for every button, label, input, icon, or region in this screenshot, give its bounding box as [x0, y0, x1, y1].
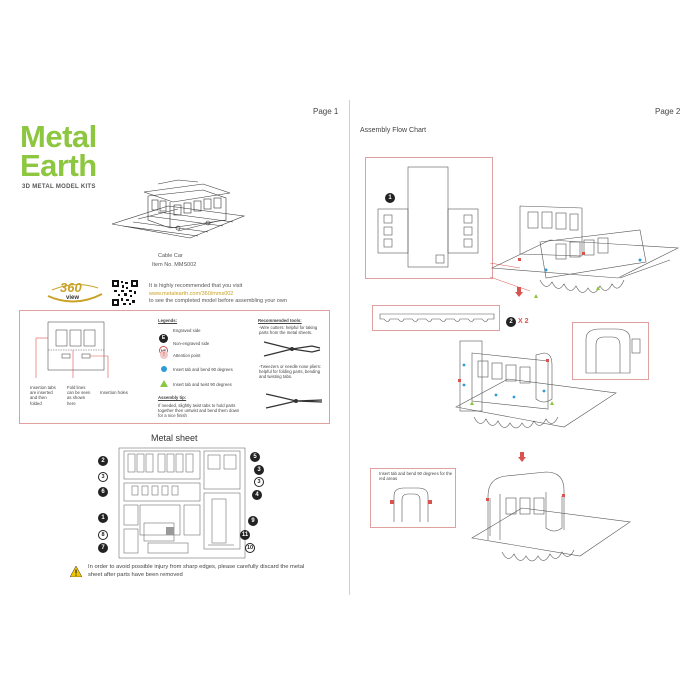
- step-2-number: 2: [506, 317, 516, 327]
- part-callout-3-right: 3: [254, 465, 264, 475]
- insertion-holes-note: Insertion holes: [100, 390, 128, 395]
- assembly-tip-text: If needed, slightly twist tabs to hold p…: [158, 403, 240, 419]
- bend-note-text: Insert tab and bend 90 degrees for the r…: [379, 471, 453, 482]
- end-panel-diagram: [585, 328, 641, 374]
- part-callout-10: 10: [245, 543, 255, 553]
- part-callout-1: 1: [98, 513, 108, 523]
- attention-icon: !: [160, 351, 168, 359]
- metal-sheet-diagram: [118, 447, 246, 559]
- bend-note-diagram: [390, 487, 432, 522]
- bend-note-box: [370, 468, 456, 528]
- step-1-panel: [365, 157, 493, 279]
- recommend-line: It is highly recommended that you visit: [149, 283, 243, 289]
- tools-title: Recommended tools:: [258, 318, 302, 323]
- brand-logo-line1: Metal: [20, 119, 97, 154]
- legend-engraved: E: [159, 326, 168, 344]
- item-number: Item No. MMS002: [152, 262, 197, 268]
- step-1-part-diagram: [377, 166, 479, 268]
- recommend-line-3: to see the completed model before assemb…: [149, 298, 287, 304]
- part-callout-7: 7: [98, 543, 108, 553]
- step-2-multiplier: X 2: [518, 318, 529, 325]
- assembly-step-2-illustration: [455, 340, 617, 429]
- flow-arrow-down-icon: [515, 287, 523, 297]
- qr-code-icon[interactable]: [112, 280, 138, 306]
- part-callout-3-right-b: 3: [254, 477, 264, 487]
- pliers-icon: [265, 393, 323, 409]
- step-1-connector-lines: [490, 263, 531, 292]
- warning-text: In order to avoid possible injury from s…: [88, 564, 305, 578]
- part-callout-5: 5: [250, 452, 260, 462]
- fold-lines-note: Fold lines can be seen as shown here: [67, 385, 91, 406]
- assembly-step-3-illustration: [471, 471, 631, 562]
- wire-cutters-icon: [263, 341, 321, 357]
- blue-dot-icon: [161, 366, 167, 372]
- flow-arrow-down-icon-2: [518, 452, 526, 462]
- page-divider: [349, 100, 350, 595]
- part-callout-8: 8: [98, 530, 108, 540]
- end-panel-box: [572, 322, 649, 380]
- part-callout-4: 4: [252, 490, 262, 500]
- view-360-badge[interactable]: 360 view: [44, 278, 106, 306]
- legend-engraved-label: Engraved side: [173, 328, 201, 333]
- part-callout-3-left: 3: [98, 472, 108, 482]
- insertion-tabs-note: Insertion tabs are inserted and then fol…: [30, 385, 56, 406]
- brand-logo-line2: Earth: [20, 148, 97, 183]
- engraved-icon: E: [159, 334, 168, 343]
- sample-part-diagram: [35, 321, 109, 378]
- recommend-block: It is highly recommended that you visit …: [149, 283, 287, 306]
- part-callout-11: 11: [240, 530, 250, 540]
- step-2-panel: [372, 305, 500, 331]
- warning-icon: [70, 566, 82, 577]
- recommend-url-link[interactable]: www.metalearth.com/360/mms002: [149, 290, 234, 297]
- assembly-tip-title: Assembly tip:: [158, 395, 187, 400]
- part-callout-6: 6: [98, 487, 108, 497]
- instructions-panel: [19, 310, 330, 424]
- view-360-swoosh-icon: [47, 284, 103, 303]
- model-name: Cable Car: [158, 253, 183, 259]
- badge-360-text: 360: [60, 280, 82, 295]
- part-callout-9: 9: [248, 516, 258, 526]
- legend-twist-label: Insert tab and twist 90 degrees: [173, 382, 232, 387]
- tool-tweezers: -Tweezers or needle nose pliers: helpful…: [259, 364, 322, 380]
- badge-view-text: view: [66, 295, 80, 301]
- cable-car-illustration: [111, 179, 246, 239]
- step-1-number: 1: [385, 193, 395, 203]
- wheel-strip-diagram: [379, 313, 495, 322]
- tool-wire-cutters: -Wire cutters: helpful for taking parts …: [259, 325, 318, 336]
- green-triangle-icon: [160, 380, 168, 387]
- legend-bend-label: Insert tab and bend 90 degrees: [173, 367, 233, 372]
- page-2-label: Page 2: [655, 107, 681, 116]
- brand-tagline: 3D METAL MODEL KITS: [22, 184, 96, 190]
- legend-non-engraved-label: Non-engraved side: [173, 341, 210, 346]
- page-1-label: Page 1: [313, 107, 339, 116]
- flow-chart-title: Assembly Flow Chart: [360, 127, 427, 134]
- legend-attention-label: Attention point: [173, 353, 201, 358]
- part-callout-2: 2: [98, 456, 108, 466]
- legends-title: Legends:: [158, 318, 178, 323]
- assembly-step-1-illustration: [490, 205, 680, 298]
- metal-sheet-title: Metal sheet: [151, 433, 198, 443]
